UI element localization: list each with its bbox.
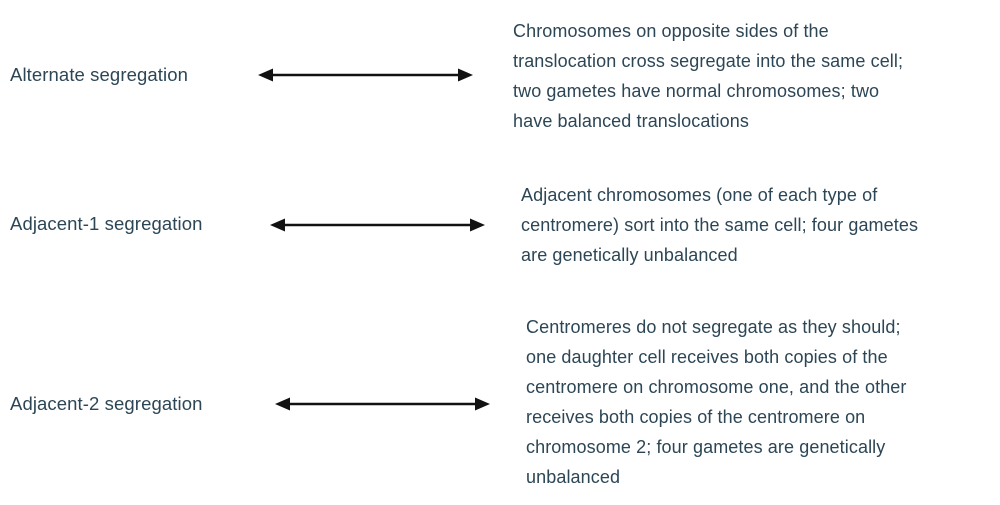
- double-arrow-icon: [270, 218, 485, 232]
- definition-adjacent-1-segregation: Adjacent chromosomes (one of each type o…: [521, 185, 919, 265]
- definition-adjacent-2-segregation: Centromeres do not segregate as they sho…: [526, 317, 907, 487]
- definition-alternate-segregation: Chromosomes on opposite sides of the tra…: [513, 21, 904, 131]
- term-adjacent-2-segregation: Adjacent-2 segregation: [10, 393, 203, 414]
- double-arrow-icon: [275, 397, 490, 411]
- term-alternate-segregation: Alternate segregation: [10, 64, 188, 85]
- double-arrow-icon: [258, 68, 473, 82]
- term-adjacent-1-segregation: Adjacent-1 segregation: [10, 213, 203, 234]
